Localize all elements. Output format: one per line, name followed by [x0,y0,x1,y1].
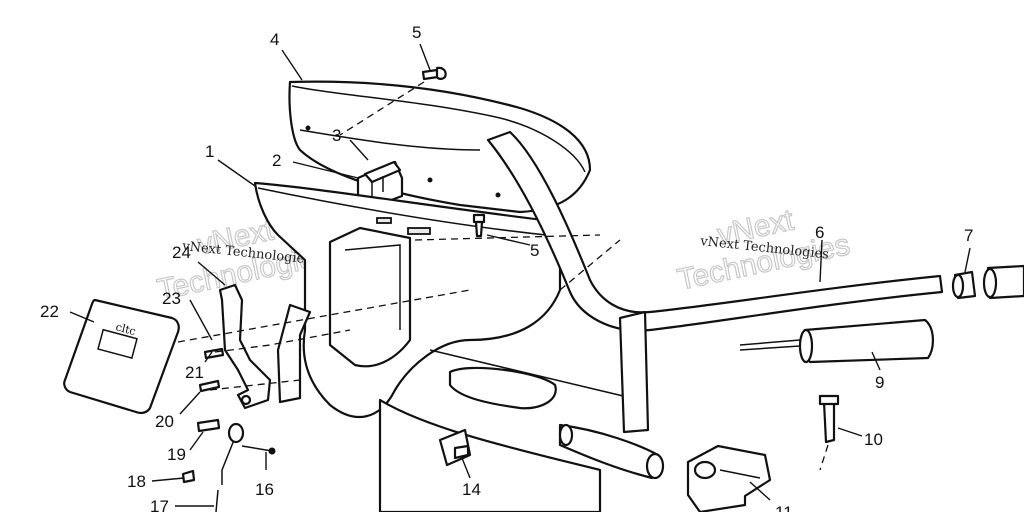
throttle-cable [181,422,245,512]
callout-18: 18 [127,472,146,491]
callout-14: 14 [462,480,481,499]
callout-19: 19 [167,445,186,464]
callout-23: 23 [162,289,181,308]
callout-3: 3 [332,126,341,145]
bolt-path [819,444,829,471]
callout-9: 9 [875,373,884,392]
callout-17: 17 [150,497,169,512]
callout-21: 21 [185,363,204,382]
lower-console-body [253,181,641,512]
bar-end-plug [951,264,1024,300]
mounting-bracket [218,283,312,410]
callout-4: 4 [270,30,279,49]
callout-5-lower: 5 [530,241,539,260]
grommet-bracket [438,428,472,467]
callout-16: 16 [255,480,274,499]
callout-22: 22 [40,302,59,321]
screw-lower [472,213,486,238]
callout-24: 24 [172,243,191,262]
callout-7: 7 [964,226,973,245]
retaining-clip [241,445,276,455]
handlebar [486,130,944,480]
callout-11: 11 [775,503,793,512]
screw-path-top [339,81,425,136]
small-screws-left [196,347,225,433]
callouts: 1 2 3 4 5 5 6 7 9 10 11 14 16 17 18 19 2… [40,23,973,512]
cover-plate: cltc [63,298,180,415]
leader-lines [69,43,971,507]
callout-20: 20 [155,412,174,431]
callout-1: 1 [205,142,214,161]
assembly-lines [177,234,621,391]
callout-10: 10 [864,430,883,449]
callout-5-top: 5 [412,23,421,42]
handlebar-clamp [686,444,772,512]
callout-2: 2 [272,151,281,170]
svg-text:cltc: cltc [114,320,137,338]
clamp-bolt [818,394,840,444]
callout-6: 6 [815,223,824,242]
screw-top [421,66,447,81]
throttle-grip [739,318,934,364]
